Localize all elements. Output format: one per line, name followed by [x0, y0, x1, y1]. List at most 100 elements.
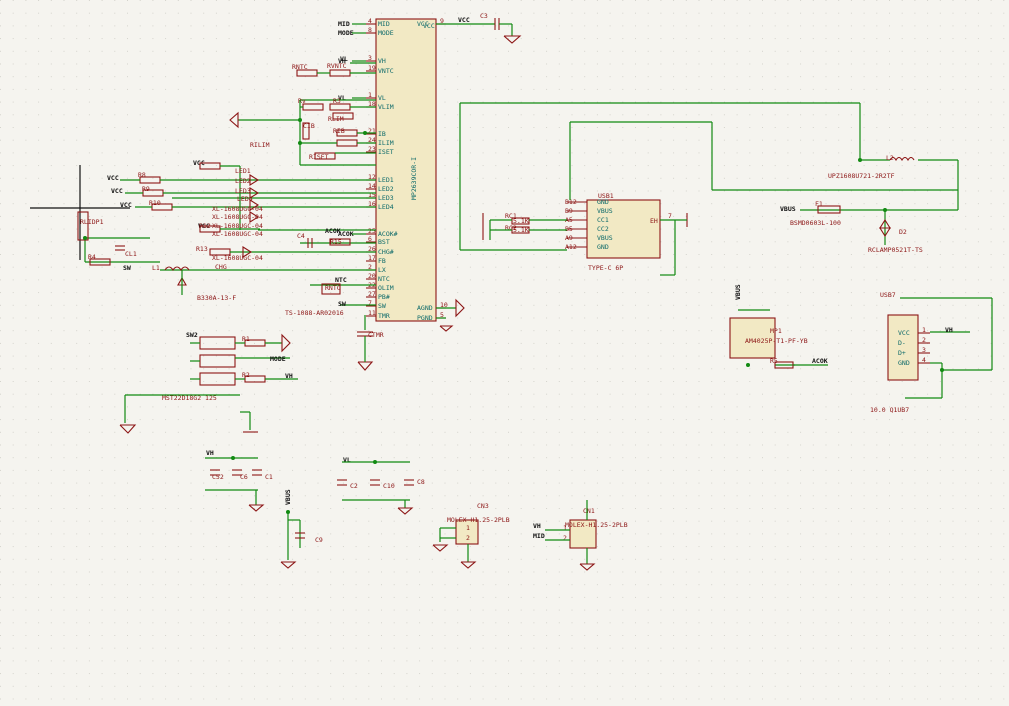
pin-num: 6	[368, 235, 372, 243]
pin-name: BST	[378, 238, 390, 246]
svg-text:MODE: MODE	[270, 355, 286, 363]
svg-text:RLIM: RLIM	[328, 115, 344, 123]
u-pin-num: 3	[922, 346, 926, 354]
pin-name: LED2	[378, 185, 394, 193]
pin-name: SW	[378, 302, 386, 310]
pin-num: 17	[368, 254, 376, 262]
usb-pin-num: B5	[565, 225, 573, 233]
svg-text:VBUS: VBUS	[734, 284, 742, 300]
pin-num: 18	[368, 100, 376, 108]
svg-text:XL-1608UGC-04: XL-1608UGC-04	[212, 254, 263, 262]
svg-text:MOLEX-H1.25-2PLB: MOLEX-H1.25-2PLB	[447, 516, 510, 524]
u-pin-name: GND	[898, 359, 910, 367]
svg-text:AM4025P-T1-PF-YB: AM4025P-T1-PF-YB	[745, 337, 808, 345]
pin-num: 21	[368, 127, 376, 135]
net-label: MODE	[338, 29, 354, 37]
pin-num: 7	[368, 299, 372, 307]
svg-text:MOLEX-H1.25-2PLB: MOLEX-H1.25-2PLB	[565, 521, 628, 529]
pin-num: 15	[368, 191, 376, 199]
usb-pin-num: A9	[565, 234, 573, 242]
svg-text:USB1: USB1	[598, 192, 614, 200]
led-section: VCC VCC VCC VCC VCC R8 R9 R10 R12 R13 LE…	[107, 159, 376, 262]
svg-text:RC2: RC2	[505, 224, 517, 232]
svg-text:C10: C10	[383, 482, 395, 490]
svg-text:R5: R5	[770, 357, 778, 365]
svg-text:VCC: VCC	[458, 16, 470, 24]
svg-text:C1: C1	[265, 473, 273, 481]
svg-text:XL-1608UGC-04: XL-1608UGC-04	[212, 205, 263, 213]
svg-text:XL-1608UGC-04: XL-1608UGC-04	[212, 230, 263, 238]
svg-text:VH: VH	[206, 449, 214, 457]
svg-text:CN3: CN3	[477, 502, 489, 510]
pin-num: 11	[368, 309, 376, 317]
capacitor-vbus: VBUS C9	[280, 489, 323, 569]
svg-text:MID: MID	[533, 532, 545, 540]
pin-num: 16	[368, 200, 376, 208]
svg-text:1: 1	[466, 524, 470, 532]
u-pin-name: VCC	[898, 329, 910, 337]
pin-num: 20	[368, 272, 376, 280]
svg-text:F1: F1	[815, 200, 823, 208]
svg-text:RNTC: RNTC	[292, 63, 308, 71]
load-switch: VBUS MP1 AM4025P-T1-PF-YB R5 ACOK	[729, 284, 828, 369]
pin-name: IB	[378, 130, 386, 138]
svg-text:C4: C4	[297, 232, 305, 240]
u-pin-name: D+	[898, 349, 906, 357]
net-label: MID	[338, 20, 350, 28]
svg-text:C52: C52	[212, 473, 224, 481]
pin-name: AGND	[417, 304, 433, 312]
svg-text:R1: R1	[242, 335, 250, 343]
svg-text:RC1: RC1	[505, 212, 517, 220]
svg-text:L2: L2	[886, 154, 894, 162]
pin-num: 10	[440, 301, 448, 309]
svg-text:R12: R12	[199, 222, 211, 230]
svg-text:CIB: CIB	[303, 122, 315, 130]
pin-name: LED4	[378, 203, 394, 211]
pin-name: VL	[378, 94, 386, 102]
pin-name: VCC	[417, 20, 429, 28]
svg-text:Rv: Rv	[298, 97, 306, 105]
pin-name: ACOK#	[378, 230, 398, 238]
ntc-button: NTC RNTC SW TS-1088-AR02016 CTMR	[285, 276, 384, 371]
svg-text:RISET: RISET	[309, 153, 329, 161]
usb-pin-num: A12	[565, 243, 577, 251]
svg-text:SW: SW	[123, 264, 131, 272]
pin-num: 2	[368, 263, 372, 271]
svg-text:D2: D2	[899, 228, 907, 236]
pin-num: 24	[368, 136, 376, 144]
pin-num: 8	[368, 26, 372, 34]
svg-text:RVNTC: RVNTC	[327, 62, 347, 70]
svg-text:USB7: USB7	[880, 291, 896, 299]
svg-text:VBUS: VBUS	[780, 205, 796, 213]
vcc-net: VCC VCC C3	[423, 12, 522, 44]
svg-text:LED1: LED1	[235, 167, 251, 175]
usb-pin-num: A5	[565, 216, 573, 224]
svg-text:TYPE-C 6P: TYPE-C 6P	[588, 264, 623, 272]
svg-text:2: 2	[563, 534, 567, 542]
usb-pin-name: VBUS	[597, 234, 613, 242]
svg-text:SW2: SW2	[186, 331, 198, 339]
svg-text:C2: C2	[350, 482, 358, 490]
svg-text:VH: VH	[533, 522, 541, 530]
pin-name: LED1	[378, 176, 394, 184]
connector-cn1: CN1 MOLEX-H1.25-2PLB VH MID 1 2	[533, 500, 628, 571]
svg-text:C9: C9	[315, 536, 323, 544]
pin-name: VNTC	[378, 67, 394, 75]
pin-num: 9	[440, 17, 444, 25]
svg-text:RILIM: RILIM	[250, 141, 270, 149]
u-pin-num: 2	[922, 336, 926, 344]
pin-name: LED3	[378, 194, 394, 202]
net-label: VL	[338, 94, 346, 102]
svg-text:R15: R15	[330, 238, 342, 246]
net-label: ACOK	[338, 230, 354, 238]
u-pin-name: D-	[898, 339, 906, 347]
svg-text:RIB: RIB	[333, 127, 345, 135]
pin-name: PGND	[417, 314, 433, 322]
pin-num: 27	[368, 290, 376, 298]
pin-num: 4	[368, 17, 372, 25]
pin-name: LX	[378, 266, 386, 274]
pin-name: MID	[378, 20, 390, 28]
